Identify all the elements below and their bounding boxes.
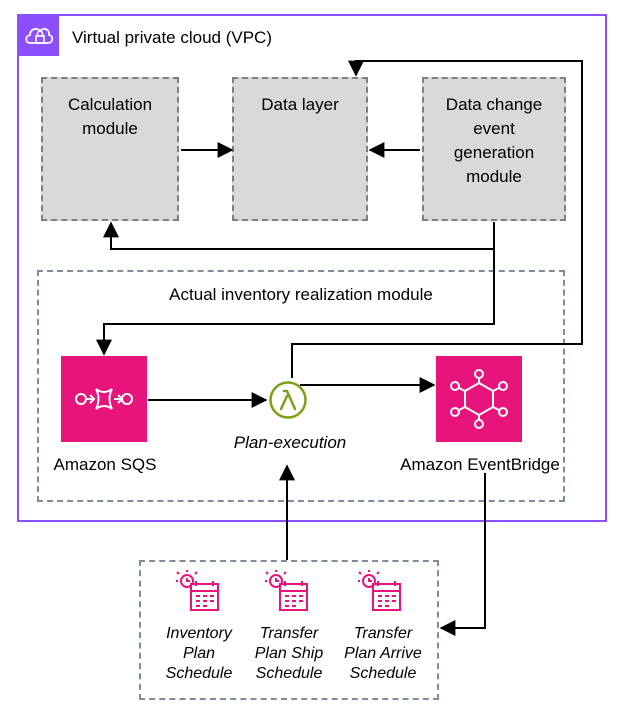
- data-change-module-label: Data change event generation module: [445, 95, 543, 186]
- eventbridge-label: Amazon EventBridge: [400, 455, 560, 474]
- lambda-label: Plan-execution: [233, 433, 347, 452]
- schedule-label-inventory: Inventory Plan Schedule: [165, 625, 233, 682]
- data-change-module-box: Data change event generation module: [422, 77, 566, 221]
- data-layer-label: Data layer: [261, 95, 339, 114]
- arrow-lambda-to-datalayer: [291, 60, 583, 378]
- inventory-module-group: [37, 270, 565, 502]
- sqs-icon: [61, 356, 147, 442]
- schedules-group: [139, 560, 439, 700]
- schedule-label-ship: Transfer Plan Ship Schedule: [254, 625, 324, 682]
- vpc-title: Virtual private cloud (VPC): [72, 28, 272, 47]
- calculation-module-label: Calculation module: [67, 95, 153, 138]
- schedule-label-arrive: Transfer Plan Arrive Schedule: [344, 625, 422, 682]
- inventory-module-title: Actual inventory realization module: [169, 285, 433, 304]
- data-layer-box: Data layer: [232, 77, 368, 221]
- schedule-icon-inventory: [174, 568, 224, 618]
- arrow-datachange-to-calc: [103, 221, 495, 250]
- eventbridge-icon: [436, 356, 522, 442]
- lambda-icon: [268, 380, 308, 420]
- arrow-datachange-to-sqs: [96, 249, 495, 356]
- schedule-icon-ship: [263, 568, 313, 618]
- schedule-icon-arrive: [356, 568, 406, 618]
- vpc-cloud-icon: [19, 16, 59, 56]
- sqs-label: Amazon SQS: [53, 455, 157, 474]
- calculation-module-box: Calculation module: [41, 77, 179, 221]
- arrow-eventbridge-to-schedules: [439, 473, 486, 636]
- vpc-group: [17, 14, 607, 522]
